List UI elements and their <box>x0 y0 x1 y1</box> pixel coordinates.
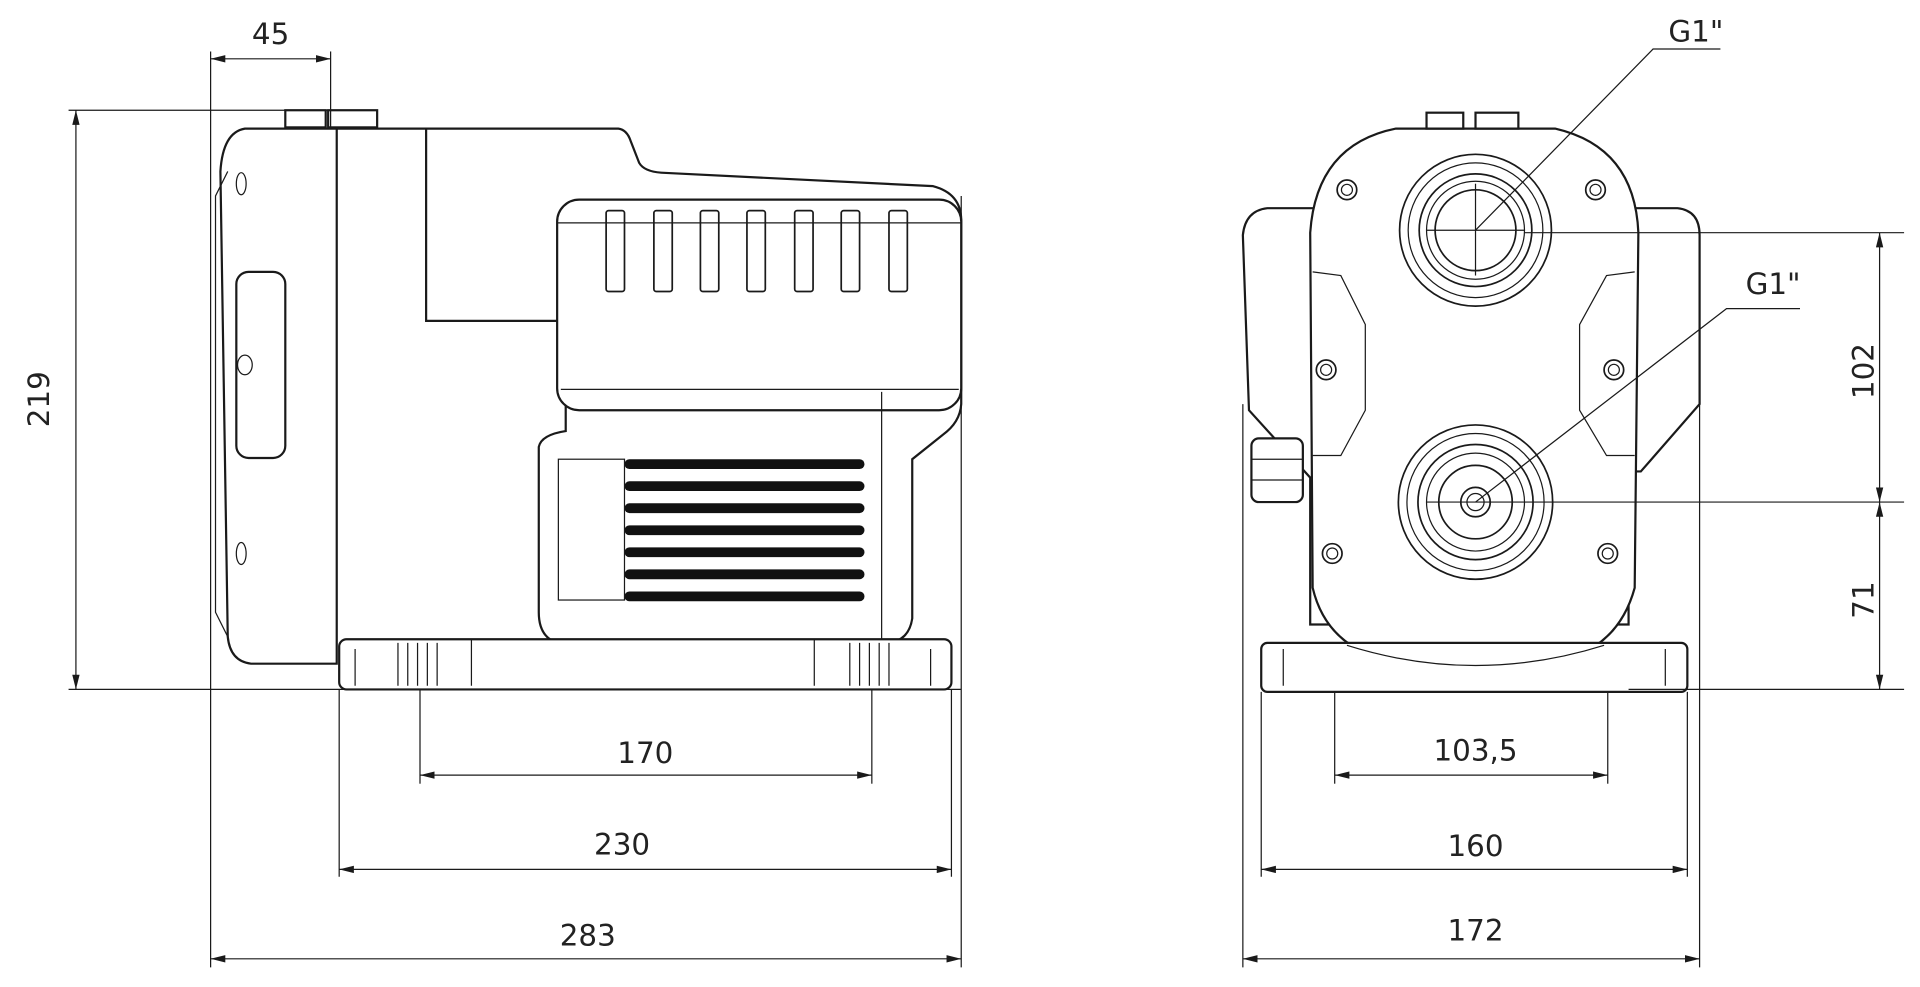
cable-gland <box>1250 437 1304 504</box>
dimension-160: 160 <box>1447 829 1503 863</box>
motor-cooling-fins <box>557 458 865 602</box>
side-handle <box>235 270 287 460</box>
dimension-lines <box>68 51 962 968</box>
dimension-219: 219 <box>22 371 56 427</box>
dimension-103-5: 103,5 <box>1433 733 1517 767</box>
top-plug <box>327 109 379 129</box>
side-view: 45 219 170 230 283 <box>22 17 963 968</box>
outlet-thread-label: G1" <box>1668 15 1723 49</box>
top-plug <box>1474 111 1520 130</box>
dimension-170: 170 <box>617 736 673 770</box>
top-plug <box>1425 111 1465 130</box>
inlet-thread-label: G1" <box>1746 267 1801 301</box>
terminal-box-vents <box>605 209 909 293</box>
dimension-102: 102 <box>1846 343 1880 399</box>
dimension-lines <box>1242 232 1905 968</box>
dimension-45: 45 <box>252 17 289 51</box>
dimension-172: 172 <box>1447 913 1503 947</box>
pump-body <box>1309 127 1640 665</box>
bolts <box>1315 179 1625 565</box>
terminal-box <box>556 198 963 412</box>
dimension-71: 71 <box>1846 581 1880 618</box>
thread-leaders <box>1475 48 1800 503</box>
dimension-230: 230 <box>594 828 650 862</box>
front-view: G1" G1" 102 71 103,5 160 172 <box>1241 15 1905 968</box>
base-plate <box>1260 641 1689 693</box>
dimension-283: 283 <box>560 918 616 952</box>
top-plug <box>284 109 327 129</box>
